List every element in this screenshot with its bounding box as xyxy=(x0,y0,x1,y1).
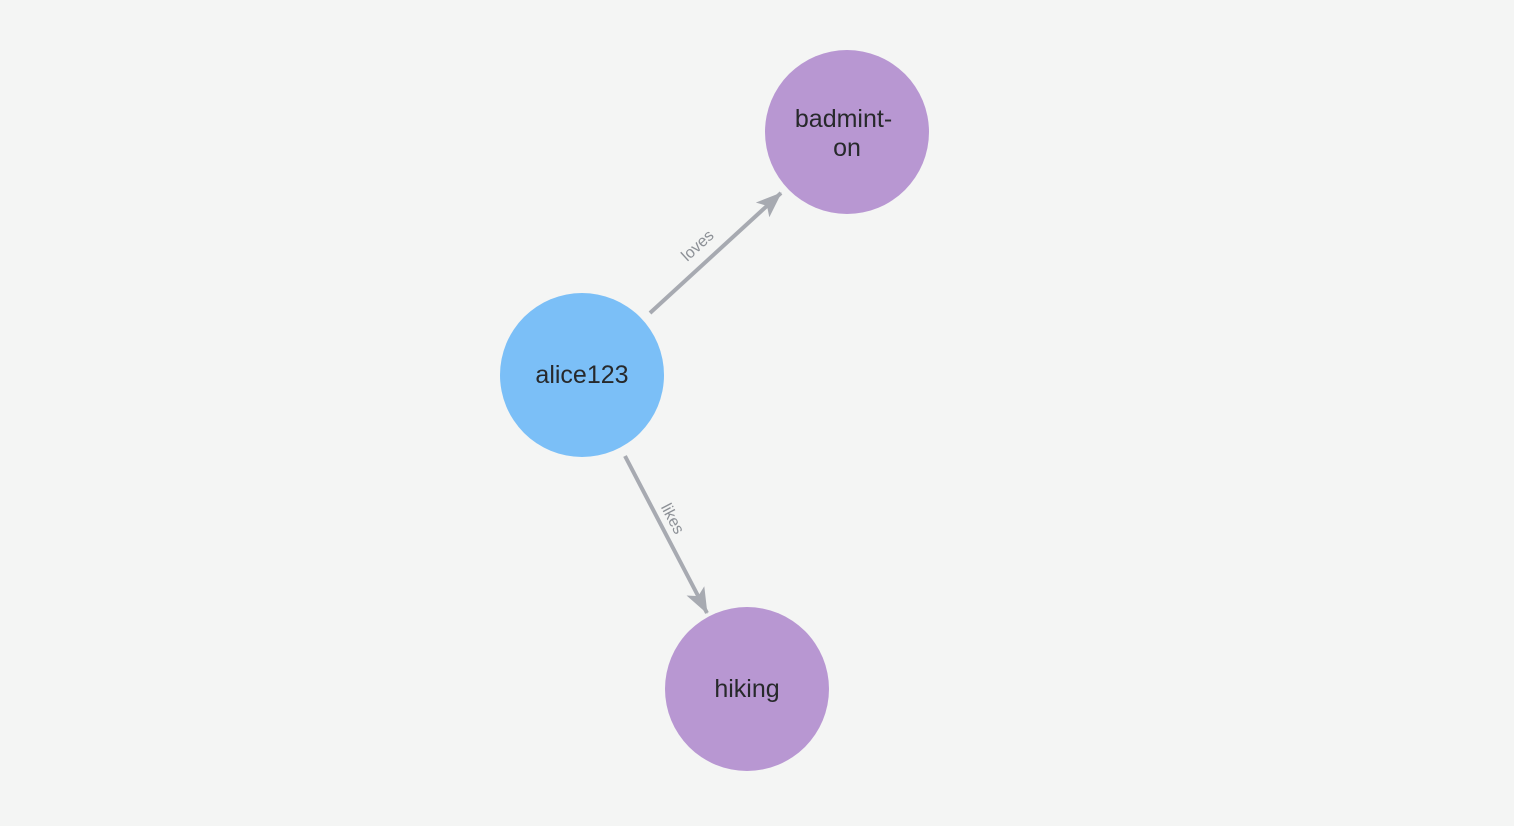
node-hiking: hiking xyxy=(665,607,829,771)
node-badminton: badmint- on xyxy=(765,50,929,214)
edge-line-likes[interactable] xyxy=(623,455,709,614)
node-circle-hiking[interactable] xyxy=(665,607,829,771)
edge-line-loves[interactable] xyxy=(648,191,783,315)
node-alice123: alice123 xyxy=(500,293,664,457)
node-circle-alice123[interactable] xyxy=(500,293,664,457)
node-circle-badminton[interactable] xyxy=(765,50,929,214)
